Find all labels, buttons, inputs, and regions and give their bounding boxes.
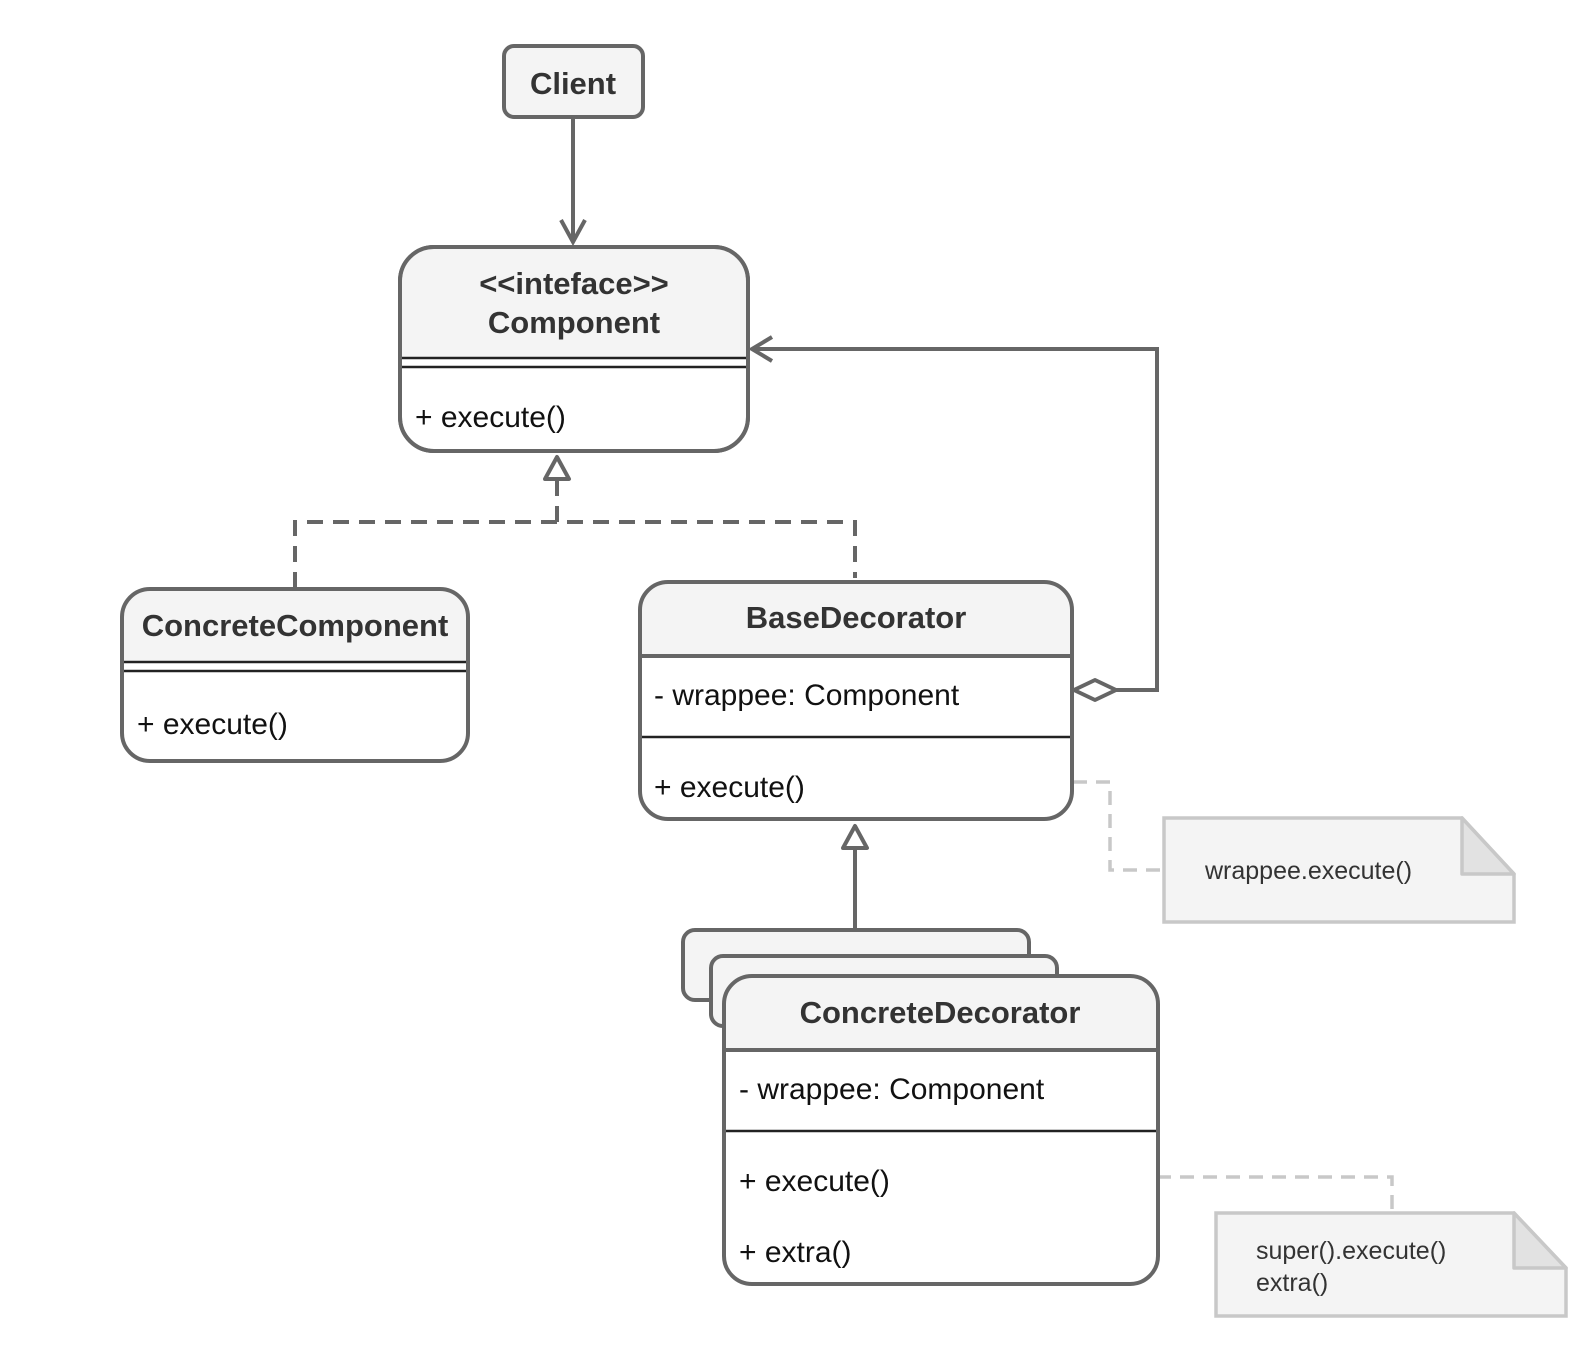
note-concrete-execute-line-2: extra() [1256, 1269, 1328, 1297]
component-method: + execute() [415, 401, 566, 434]
inheritance-arrowhead [841, 824, 869, 850]
concrete-decorator-method-execute: + execute() [739, 1165, 890, 1198]
base-decorator-class[interactable]: BaseDecorator - wrappee: Component + exe… [638, 580, 1074, 821]
client-class[interactable]: Client [502, 44, 645, 119]
inheritance-connector [841, 824, 869, 930]
concrete-component-name: ConcreteComponent [142, 608, 449, 643]
component-name: Component [488, 305, 660, 340]
aggregation-connector [748, 335, 1159, 702]
concrete-decorator-method-extra: + extra() [739, 1236, 852, 1269]
realization-arrowhead [543, 455, 571, 481]
concrete-decorator-name: ConcreteDecorator [800, 995, 1081, 1030]
note-connector-base [1073, 780, 1163, 872]
aggregation-diamond [1072, 678, 1118, 702]
note-connector-concrete [1157, 1175, 1394, 1213]
note-base-execute-line-1: wrappee.execute() [1204, 857, 1412, 885]
base-decorator-method: + execute() [654, 771, 805, 804]
note-concrete-execute: super().execute() extra() [1214, 1211, 1568, 1318]
note-concrete-execute-line-1: super().execute() [1256, 1237, 1446, 1265]
component-interface[interactable]: <<inteface>> Component + execute() [398, 245, 750, 453]
client-association-arrowhead [559, 219, 587, 247]
realization-connector [293, 455, 857, 588]
client-name: Client [530, 66, 616, 101]
base-decorator-name: BaseDecorator [746, 600, 967, 635]
concrete-component-class[interactable]: ConcreteComponent + execute() [120, 587, 470, 763]
concrete-decorator-class[interactable]: ConcreteDecorator - wrappee: Component +… [722, 974, 1160, 1286]
concrete-decorator-field: - wrappee: Component [739, 1073, 1045, 1106]
concrete-component-method: + execute() [137, 708, 288, 741]
aggregation-arrowhead [748, 335, 774, 363]
note-base-execute: wrappee.execute() [1162, 816, 1516, 924]
base-decorator-field: - wrappee: Component [654, 679, 960, 712]
component-stereotype: <<inteface>> [479, 266, 669, 301]
